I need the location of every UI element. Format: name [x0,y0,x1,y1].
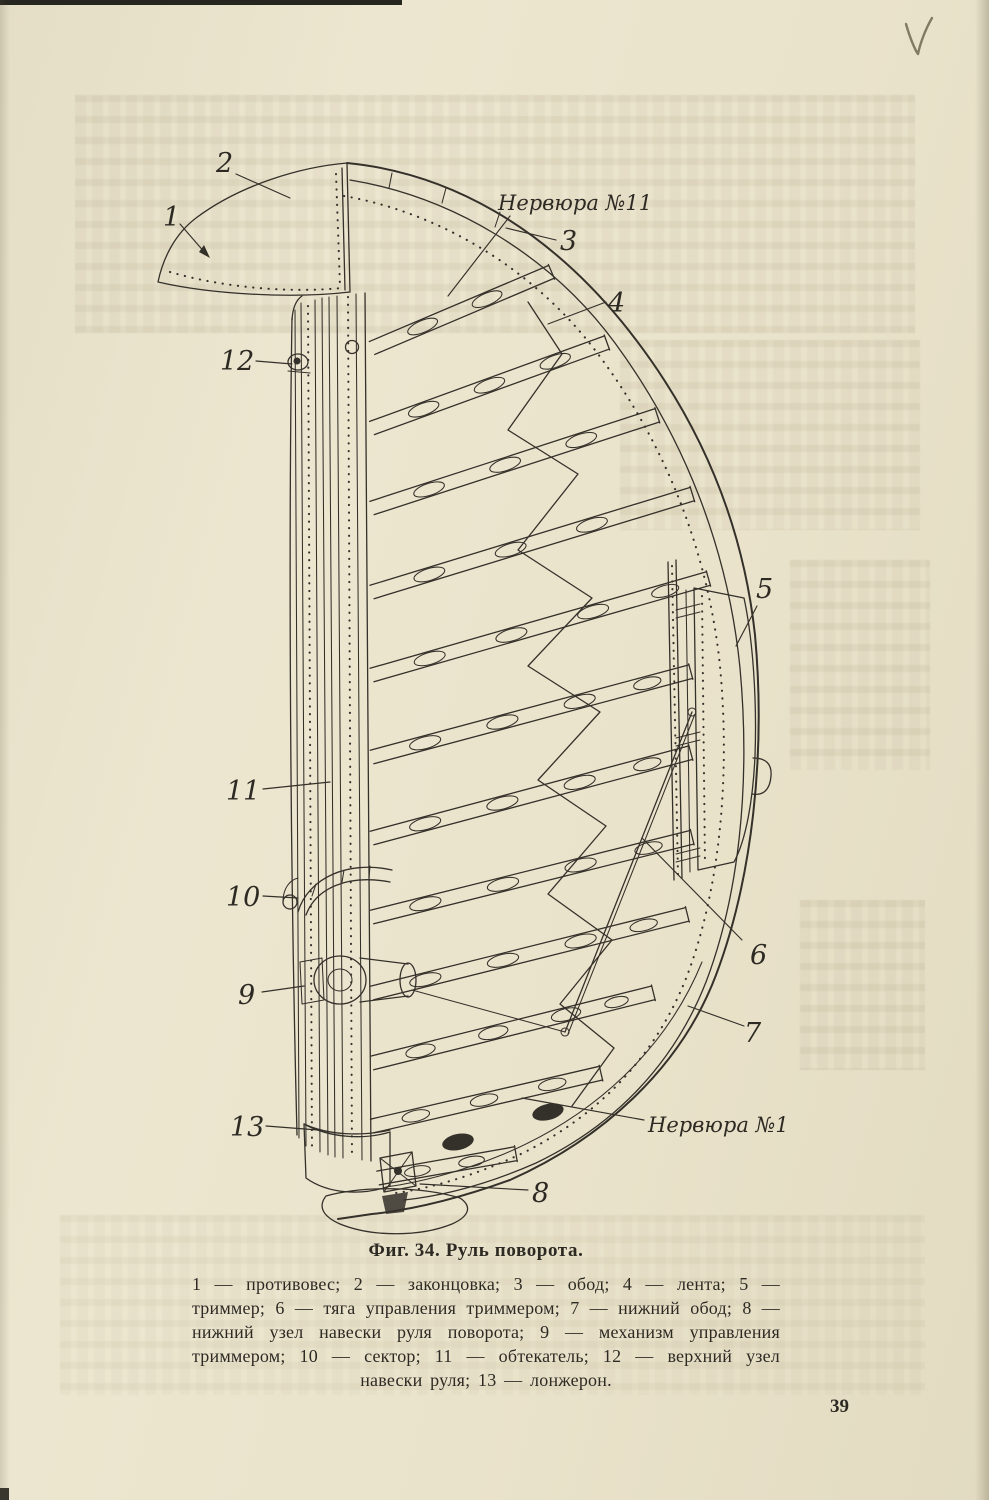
rib [369,984,656,1071]
rib [368,263,556,356]
callout-6: 6 [750,940,767,971]
callout-labels: 1 2 3 4 5 6 7 8 9 10 11 12 13 Нервюра №1… [163,148,789,1209]
rib-number-1 [376,1145,518,1186]
rib [368,334,611,436]
trim-mechanism [299,955,417,1005]
bracing-tape [507,301,615,1107]
page-number: 39 [830,1396,849,1417]
callout-3: 3 [560,226,577,257]
figure-caption: Фиг. 34. Руль поворота. [368,1240,584,1261]
callout-12: 12 [220,346,254,377]
rib [369,663,694,765]
rib [369,1064,604,1134]
rib [369,570,712,683]
scan-edge-corner [0,1488,9,1500]
pen-mark [904,16,934,56]
rudder-outline [289,162,760,1220]
callout-11: 11 [226,776,260,807]
scan-edge-top [0,0,402,5]
counterweight [157,162,351,296]
spar [294,292,372,1162]
rib [369,407,661,516]
callout-13: 13 [230,1112,264,1143]
upper-hinge [287,353,311,374]
callout-2: 2 [215,148,233,179]
figure-legend: 1 — противовес; 2 — законцовка; 3 — обод… [192,1274,780,1390]
bottom-fairing [321,1188,469,1235]
scan-edge-left [0,0,10,1500]
label-rib-1: Нервюра №1 [647,1113,789,1137]
rib [369,828,695,925]
callout-8: 8 [532,1178,549,1209]
bottom-hinge [379,1151,417,1214]
callout-4: 4 [607,288,625,319]
trim-control-rod [411,707,697,1037]
spar-root-fitting [303,1123,391,1193]
callout-9: 9 [238,980,255,1011]
rib [369,905,690,1001]
rib [369,485,696,600]
leader-lines [179,173,758,1191]
callout-10: 10 [226,882,260,913]
callout-5: 5 [756,574,773,605]
ribs [368,263,712,1186]
scan-edge-right [975,0,989,1500]
label-rib-11: Нервюра №11 [497,191,652,215]
callout-7: 7 [744,1018,762,1049]
callout-1: 1 [163,202,180,233]
sector [282,865,393,916]
rib [369,744,694,846]
